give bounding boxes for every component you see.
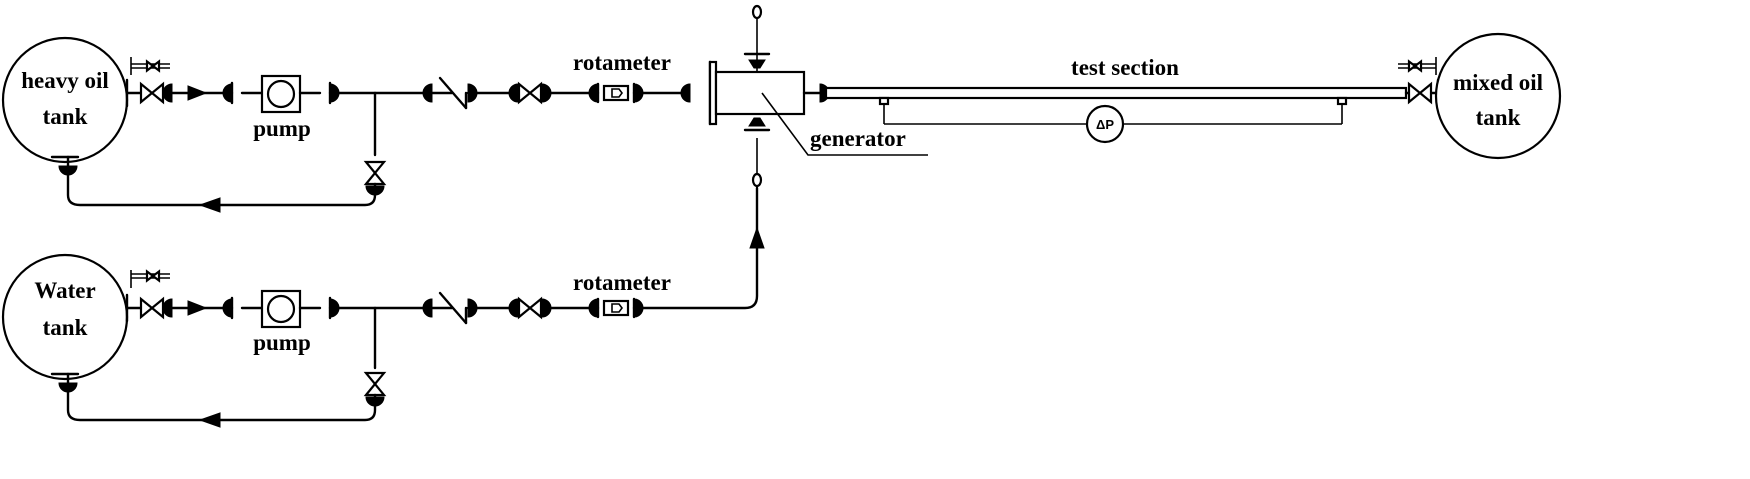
test-section-label: test section <box>1071 55 1179 80</box>
water-check-valve <box>422 291 478 325</box>
heavy-oil-pump-label: pump <box>253 116 311 141</box>
heavy-oil-line-valve <box>517 82 543 104</box>
heavy-oil-tank-label-1: heavy oil <box>21 68 109 93</box>
heavy-oil-pump <box>222 74 340 114</box>
generator-leader-line <box>761 92 928 156</box>
heavy-oil-line: heavy oil tank pump <box>1 36 691 213</box>
heavy-oil-tank <box>1 36 129 164</box>
mixed-oil-vent-valve <box>1398 57 1437 75</box>
mixed-oil-tank <box>1434 32 1562 160</box>
water-return-arrow <box>198 412 221 428</box>
mixed-oil-inlet-valve <box>1407 82 1433 104</box>
pressure-differential-label: ΔP <box>1096 117 1114 132</box>
water-pump-label: pump <box>253 330 311 355</box>
heavy-oil-tank-label-2: tank <box>43 104 88 129</box>
water-up-arrow <box>749 226 765 249</box>
water-line-valve <box>517 297 543 319</box>
heavy-oil-outlet-valve <box>139 82 165 104</box>
generator <box>708 4 830 132</box>
heavy-oil-return-arrow <box>198 197 221 213</box>
mixed-oil-line: mixed oil tank <box>1398 32 1562 160</box>
water-tank-label-2: tank <box>43 315 88 340</box>
water-rotameter <box>588 297 644 319</box>
heavy-oil-check-valve <box>422 76 478 110</box>
heavy-oil-bypass-valve <box>364 160 386 186</box>
water-pump <box>222 289 340 329</box>
water-line: Water tank pump <box>1 138 765 428</box>
heavy-oil-rotameter-label: rotameter <box>573 50 671 75</box>
heavy-oil-flow-arrow <box>187 85 208 101</box>
water-rotameter-label: rotameter <box>573 270 671 295</box>
pressure-differential-gauge: ΔP <box>1085 104 1125 144</box>
heavy-oil-vent-valve <box>130 57 170 75</box>
water-tank-label-1: Water <box>34 278 95 303</box>
mixed-oil-tank-label-1: mixed oil <box>1453 70 1543 95</box>
water-outlet-valve <box>139 297 165 319</box>
water-flow-arrow <box>187 300 208 316</box>
mixed-oil-tank-label-2: tank <box>1476 105 1521 130</box>
water-bypass-valve <box>364 371 386 397</box>
water-vent-valve <box>130 270 170 288</box>
generator-label: generator <box>810 126 906 151</box>
